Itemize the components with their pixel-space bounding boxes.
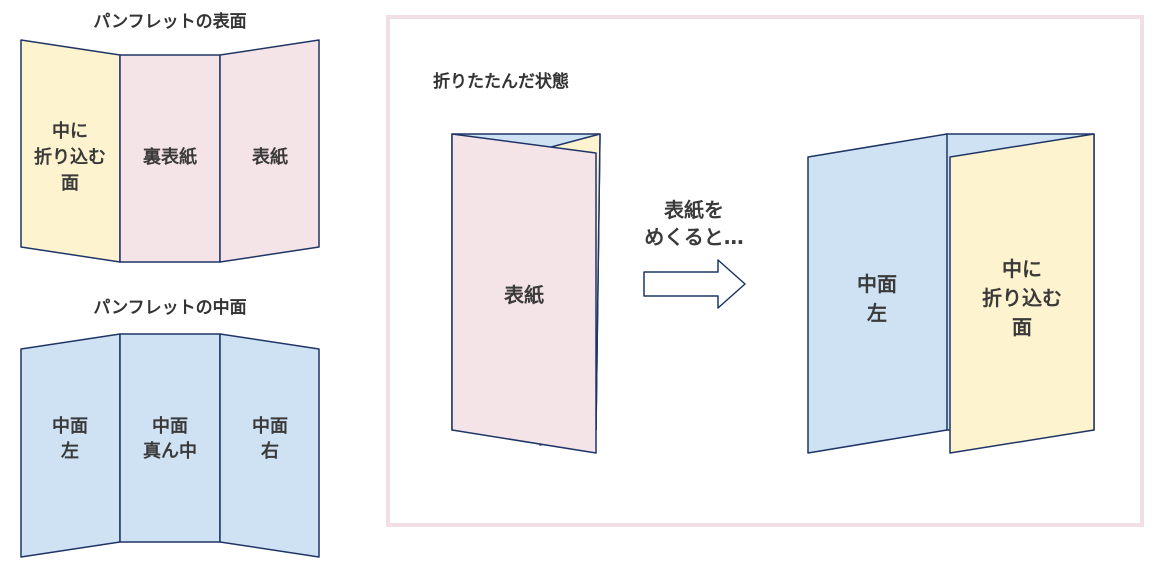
opened-right-label-3: 面 [1012, 315, 1032, 339]
outer-cover-label: 表紙 [252, 146, 288, 168]
opened-left-label-1: 中面 [857, 272, 897, 296]
inner-right-label-1: 中面 [252, 415, 288, 437]
arrow-text-line-1: 表紙を [664, 198, 724, 222]
outer-panel-cover [219, 39, 320, 263]
folded-cover-panel [451, 133, 597, 454]
outer-inner-fold-label-2: 折り込む [34, 146, 106, 168]
folded-frame [386, 15, 1144, 527]
opened-right-label-1: 中に [1002, 257, 1042, 281]
inner-center-label-1: 中面 [152, 415, 188, 437]
outer-inner-fold-label-3: 面 [61, 173, 79, 194]
arrow-text-line-2: めくると… [644, 225, 744, 249]
right-arrow [643, 259, 746, 309]
opened-right-label-2: 折り込む [982, 286, 1062, 310]
folded-cover-label: 表紙 [504, 283, 544, 307]
inner-panel-right [219, 333, 320, 558]
outer-back-cover-label: 裏表紙 [142, 146, 197, 168]
inner-panel-center [119, 333, 221, 543]
outer-title: パンフレットの表面 [93, 11, 246, 32]
folded-title: 折りたたんだ状態 [433, 71, 569, 92]
inner-title: パンフレットの中面 [93, 297, 246, 318]
opened-left-label-2: 左 [867, 301, 887, 325]
inner-center-label-2: 真ん中 [143, 440, 197, 462]
inner-right-label-2: 右 [261, 440, 279, 462]
opened-inner-fold-panel [949, 133, 1095, 454]
inner-left-label-1: 中面 [52, 415, 88, 437]
opened-left-panel [807, 133, 948, 454]
outer-inner-fold-label-1: 中に [52, 120, 88, 142]
inner-left-label-2: 左 [61, 440, 79, 462]
